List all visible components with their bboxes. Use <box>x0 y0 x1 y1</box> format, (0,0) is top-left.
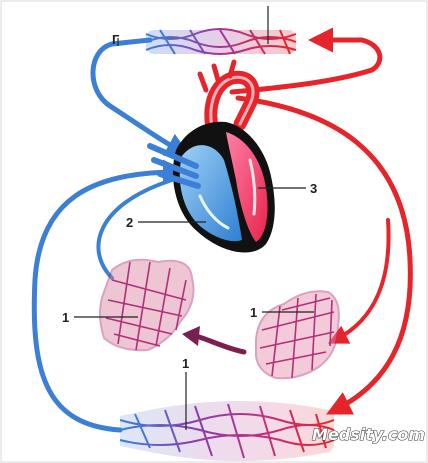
label-capillary-bottom: 1 <box>182 356 189 371</box>
label-heart-right: 3 <box>310 181 317 196</box>
label-heart-left: 2 <box>126 215 133 230</box>
bottom-capillary-bed <box>120 401 334 461</box>
flow-arrow <box>182 326 244 352</box>
label-capillary-left: 1 <box>62 310 69 325</box>
right-capillary-bed <box>256 291 339 378</box>
label-top-left-mark: Г <box>112 32 120 47</box>
top-capillary-bed <box>146 29 296 54</box>
heart <box>150 62 275 253</box>
right-branch-vessel <box>335 220 389 340</box>
watermark-text: Medsity.com <box>312 425 425 444</box>
label-capillary-right: 1 <box>250 305 257 320</box>
left-capillary-bed <box>100 260 194 350</box>
top-venous-vessel <box>93 40 182 152</box>
